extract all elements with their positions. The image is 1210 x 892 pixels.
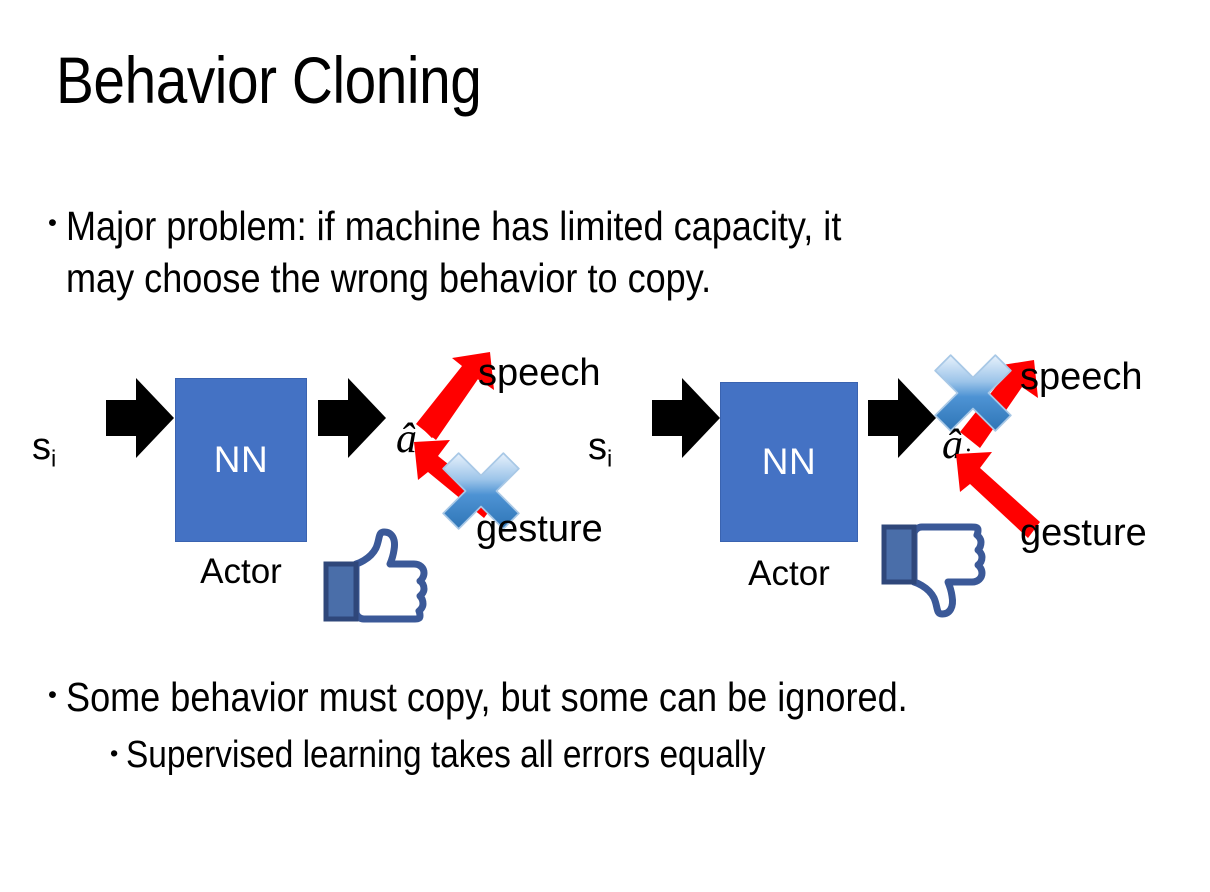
actor-label-left: Actor bbox=[200, 552, 282, 591]
red-arrow-gesture-right bbox=[950, 448, 1060, 554]
state-label-right: si bbox=[588, 426, 613, 472]
output-arrow-right bbox=[868, 378, 936, 458]
cross-out-icon-right bbox=[930, 350, 1016, 436]
input-arrow-right bbox=[652, 378, 720, 458]
page-title: Behavior Cloning bbox=[56, 43, 482, 117]
bullet-marker-icon: • bbox=[48, 208, 57, 237]
state-label-left: si bbox=[32, 426, 57, 472]
bullet-bottom-level1-text: Some behavior must copy, but some can be… bbox=[65, 674, 908, 720]
cross-out-icon-left bbox=[438, 448, 524, 534]
red-arrow-speech-left bbox=[410, 348, 510, 448]
output-label-gesture-left: gesture bbox=[476, 508, 603, 550]
actor-label-right: Actor bbox=[748, 554, 830, 593]
nn-label-left: NN bbox=[213, 439, 269, 480]
output-arrow-left bbox=[318, 378, 386, 458]
output-label-speech-left: speech bbox=[478, 352, 601, 394]
bullet-bottom-level2-text: Supervised learning takes all errors equ… bbox=[126, 734, 766, 776]
diagram-left: si NN Actor âi bbox=[18, 340, 618, 640]
input-arrow-left bbox=[106, 378, 174, 458]
bullet-marker-icon: • bbox=[48, 680, 57, 709]
nn-box-left: NN bbox=[175, 378, 307, 542]
bullet-top: • Major problem: if machine has limited … bbox=[48, 200, 1168, 305]
bullet-marker-icon: • bbox=[110, 739, 119, 766]
nn-label-right: NN bbox=[761, 441, 817, 482]
thumbs-down-icon bbox=[878, 523, 986, 620]
bullet-top-text: Major problem: if machine has limited ca… bbox=[65, 203, 841, 302]
bullet-bottom-level1: • Some behavior must copy, but some can … bbox=[48, 672, 1178, 723]
bullet-bottom-level2: • Supervised learning takes all errors e… bbox=[110, 732, 1180, 780]
thumbs-up-icon bbox=[320, 526, 428, 623]
diagram-right: si NN Actor âi bbox=[568, 340, 1168, 640]
output-label-speech-right: speech bbox=[1020, 356, 1143, 398]
nn-box-right: NN bbox=[720, 382, 858, 542]
output-label-gesture-right: gesture bbox=[1020, 512, 1147, 554]
